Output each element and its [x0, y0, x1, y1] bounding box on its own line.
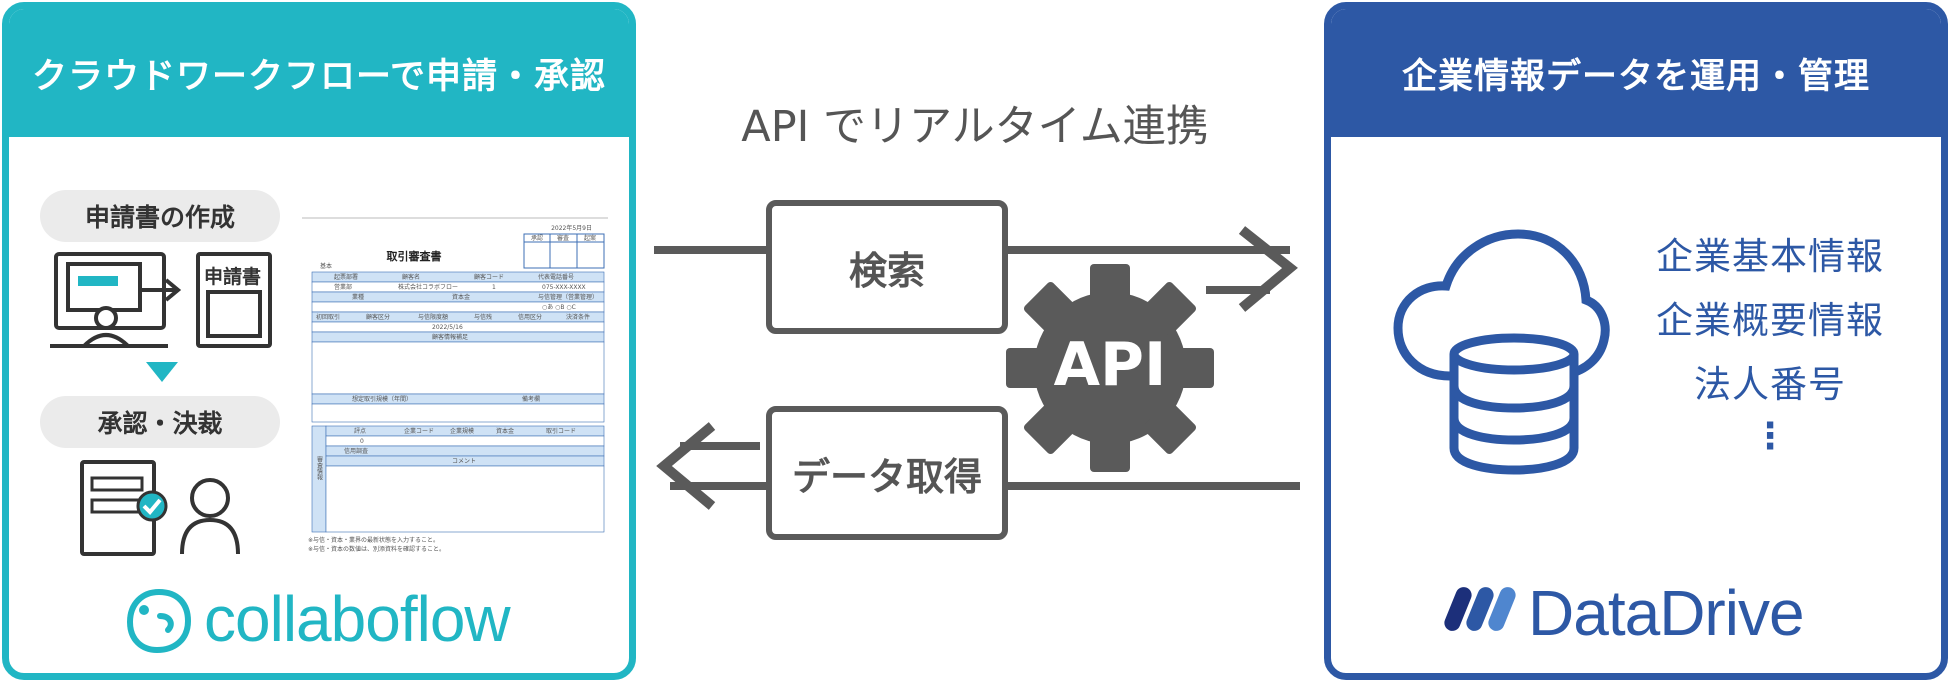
step-create-application: 申請書の作成: [40, 190, 280, 242]
company-basic-info: 企業基本情報: [1656, 235, 1884, 278]
more-ellipsis: ⋮: [1752, 416, 1788, 457]
row4-c4: 資本金: [496, 427, 514, 435]
approver-col-2: 審査: [557, 234, 569, 242]
row2-options: ○あ ○B ○C: [542, 304, 576, 311]
row6-label: コメント: [452, 458, 476, 465]
row4-c2: 企業コード: [404, 427, 434, 435]
approver-col-3: 起案: [584, 234, 596, 242]
row1-v3: 1: [492, 284, 496, 291]
datadrive-panel: 企業情報データを運用・管理: [1324, 2, 1948, 680]
row3-date: 2022/5/16: [432, 324, 463, 331]
datadrive-panel-header: 企業情報データを運用・管理: [1331, 9, 1941, 137]
row5-label: 信用調査: [344, 447, 368, 455]
form-customer-label: 基本: [320, 262, 332, 270]
row1-v2: 株式会社コラボフロー: [398, 283, 458, 291]
datadrive-brand: DataDrive: [1528, 577, 1805, 649]
create-application-icon: [50, 252, 272, 348]
row2-c1: 業種: [352, 293, 364, 301]
row4-c1: 評点: [354, 427, 366, 435]
connection-arrows: [654, 226, 1300, 510]
row1-c4: 代表電話番号: [538, 273, 574, 281]
data-fetch-process-box: データ取得: [766, 406, 1008, 540]
search-process-box: 検索: [766, 200, 1008, 334]
datadrive-logo-icon: [1444, 587, 1516, 631]
row1-c2: 顧客名: [402, 273, 420, 281]
row1-v1: 営業部: [334, 283, 352, 291]
collaboflow-panel: クラウドワークフローで申請・承認: [2, 2, 636, 680]
transaction-review-form: 2022年5月9日 承認 審査 起案 取引審査書 基本 起票部署 顧客名 顧客コ…: [302, 212, 608, 557]
form-title: 取引審査書: [387, 249, 442, 263]
corporate-number: 法人番号: [1694, 363, 1846, 406]
collaboflow-panel-header: クラウドワークフローで申請・承認: [9, 9, 629, 137]
step-approval: 承認・決裁: [40, 396, 280, 448]
row1-c1: 起票部署: [334, 273, 358, 281]
row3-c2: 顧客区分: [366, 313, 390, 321]
approver-col-1: 承認: [531, 234, 543, 242]
company-overview-info: 企業概要情報: [1656, 299, 1884, 342]
row1-c3: 顧客コード: [474, 273, 504, 281]
application-card-label: 申請書: [204, 266, 262, 288]
api-gear-label: API: [1053, 330, 1167, 400]
row2-c2: 資本金: [452, 293, 470, 301]
row3-c5: 信用区分: [518, 313, 542, 321]
section-remarks: 備考欄: [522, 395, 540, 403]
form-date: 2022年5月9日: [551, 224, 592, 232]
form-footnote-1: ※与信・資本・業界の最新状態を入力すること。: [308, 536, 439, 544]
review-side-label: 審査情報: [316, 455, 323, 481]
row3-c6: 決済条件: [566, 313, 590, 321]
row4-c3: 企業規模: [450, 427, 474, 435]
row3-c4: 与信残: [474, 313, 492, 321]
approval-icon: [80, 460, 240, 556]
row4-value: 0: [360, 438, 364, 445]
collaboflow-brand: collaboflow: [204, 583, 511, 655]
row3-c1: 初回取引: [316, 313, 340, 321]
cloud-database-icon: [1393, 229, 1610, 475]
api-gear-icon: [1006, 264, 1214, 472]
row2-c3: 与信管理（営業管理）: [538, 293, 598, 301]
collaboflow-logo-icon: [126, 588, 192, 654]
down-arrow-icon: [146, 362, 178, 382]
section-transaction-scale: 想定取引規模（年間）: [352, 395, 412, 403]
api-realtime-title: API でリアルタイム連携: [741, 102, 1209, 152]
form-footnote-2: ※与信・資本の数値は、別添資料を確認すること。: [308, 545, 445, 553]
row1-v4: 075-XXX-XXXX: [542, 284, 586, 291]
section-customer-info: 顧客情報補足: [432, 333, 468, 341]
row4-c5: 取引コード: [546, 427, 576, 435]
company-data-list: 企業基本情報 企業概要情報 法人番号 ⋮: [1620, 225, 1920, 457]
row3-c3: 与信限度額: [418, 313, 448, 321]
